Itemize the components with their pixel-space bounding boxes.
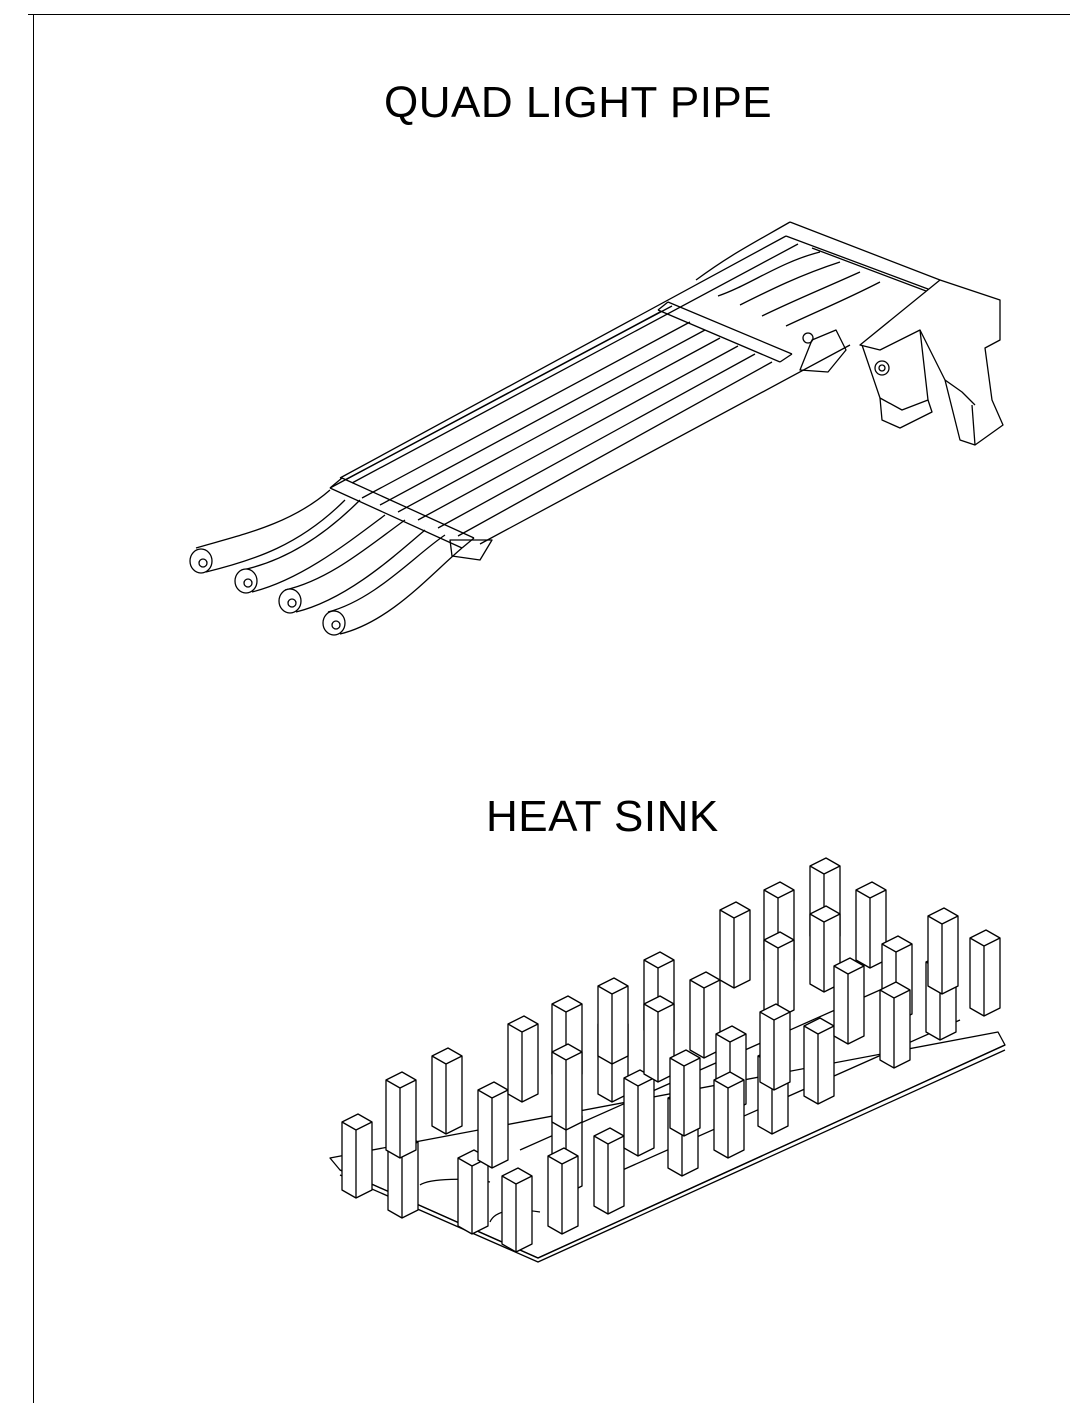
heat-sink-title: HEAT SINK	[486, 792, 719, 841]
quad-light-pipe-drawing	[189, 221, 1004, 636]
light-pipe-rods	[329, 235, 851, 545]
heat-sink-drawing	[329, 857, 1006, 1263]
light-pipe-title: QUAD LIGHT PIPE	[384, 78, 773, 127]
front-clamp-band	[329, 477, 493, 561]
drawing-frame-left	[33, 14, 34, 1403]
light-pipe-tips	[189, 489, 463, 636]
rear-clamp-band	[657, 301, 793, 363]
drawing-frame-top	[33, 14, 1070, 15]
frame-corner-tick	[28, 14, 34, 15]
heat-sink-fins	[341, 857, 1001, 1253]
mounting-bracket	[799, 279, 1004, 446]
